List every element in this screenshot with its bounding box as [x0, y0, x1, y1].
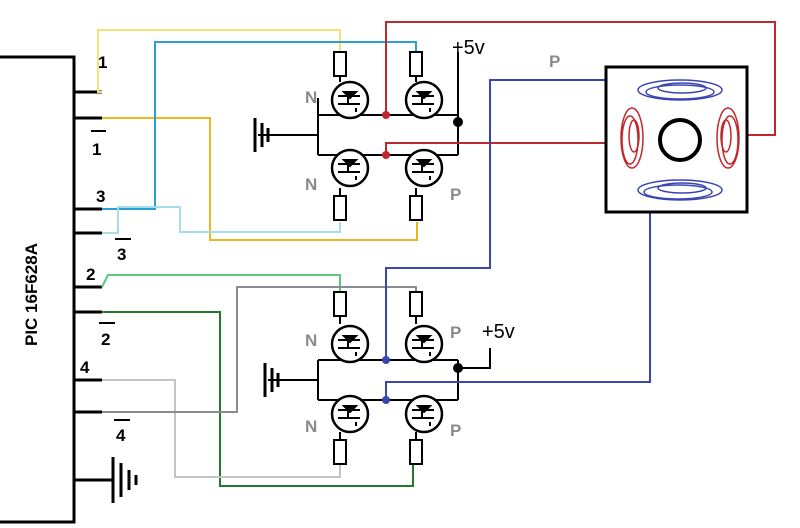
- pin-label-3: 3: [96, 187, 105, 206]
- h-bridge-top: +5v N N P P: [253, 37, 560, 221]
- h-bridge-bottom: +5v N P N P: [263, 291, 515, 465]
- type-label: N: [305, 331, 317, 350]
- mosfet-icon: [330, 394, 370, 434]
- resistor-icon: [409, 439, 423, 465]
- resistor-icon: [333, 439, 347, 465]
- wire-pin3-inv: [102, 206, 341, 234]
- mosfet-icon: [330, 80, 370, 120]
- wire-coil-a-1: [385, 21, 776, 136]
- mosfet-icon: [404, 394, 444, 434]
- pin-label-1-inverted: 1: [92, 140, 101, 159]
- type-label: N: [305, 175, 317, 194]
- mosfet-icon: [330, 148, 370, 188]
- supply-label-top: +5v: [452, 37, 485, 59]
- resistor-icon: [409, 51, 423, 77]
- mosfet-icon: [404, 148, 444, 188]
- wire-coil-b-2: [385, 200, 651, 400]
- resistor-icon: [333, 195, 347, 221]
- mosfet-icon: [404, 324, 444, 364]
- wire-pin4: [102, 379, 341, 478]
- pic-chip: PIC 16F628A: [0, 55, 102, 524]
- type-label: P: [450, 323, 461, 342]
- resistor-icon: [333, 291, 347, 317]
- pin-label-4: 4: [80, 358, 90, 377]
- wire-coil-a-2: [385, 142, 610, 155]
- type-label: N: [305, 417, 317, 436]
- mosfet-icon: [330, 324, 370, 364]
- pin-label-3-inverted: 3: [117, 245, 126, 264]
- type-label: P: [450, 421, 461, 440]
- mosfet-icon: [404, 80, 444, 120]
- resistor-icon: [409, 291, 423, 317]
- ground-icon: [263, 363, 280, 397]
- wire-pin4-inv: [102, 286, 417, 413]
- wires-bottom-bridge: [101, 274, 417, 487]
- resistor-icon: [409, 195, 423, 221]
- wires-top-bridge: [97, 29, 418, 241]
- type-label: N: [305, 88, 317, 107]
- ground-icon: [74, 457, 138, 503]
- type-label: P: [549, 52, 560, 71]
- supply-label-bottom: +5v: [482, 321, 515, 343]
- rotor: [658, 118, 702, 162]
- pin-label-2: 2: [86, 265, 95, 284]
- junction-node: [453, 363, 463, 373]
- wire-pin3: [102, 41, 417, 210]
- pin-labels: 1 1 3 3 2 2 4 4: [80, 53, 131, 445]
- chip-label: PIC 16F628A: [22, 243, 41, 346]
- stepper-motor-icon: [604, 65, 749, 214]
- ground-icon: [253, 118, 270, 152]
- wire-pin1-inv: [102, 117, 418, 241]
- coil-wires: [385, 21, 776, 400]
- chip-pin-stubs: [74, 90, 102, 414]
- wire-pin2: [101, 274, 341, 292]
- wire-coil-b-1: [385, 79, 625, 360]
- pin-label-2-inverted: 2: [101, 330, 110, 349]
- pin-label-1: 1: [98, 53, 107, 72]
- junction-node: [453, 117, 463, 127]
- wire-pin2-inv: [102, 311, 414, 487]
- type-label: P: [450, 185, 461, 204]
- wire-pin1: [97, 29, 341, 93]
- resistor-icon: [333, 51, 347, 77]
- pin-label-4-inverted: 4: [116, 426, 126, 445]
